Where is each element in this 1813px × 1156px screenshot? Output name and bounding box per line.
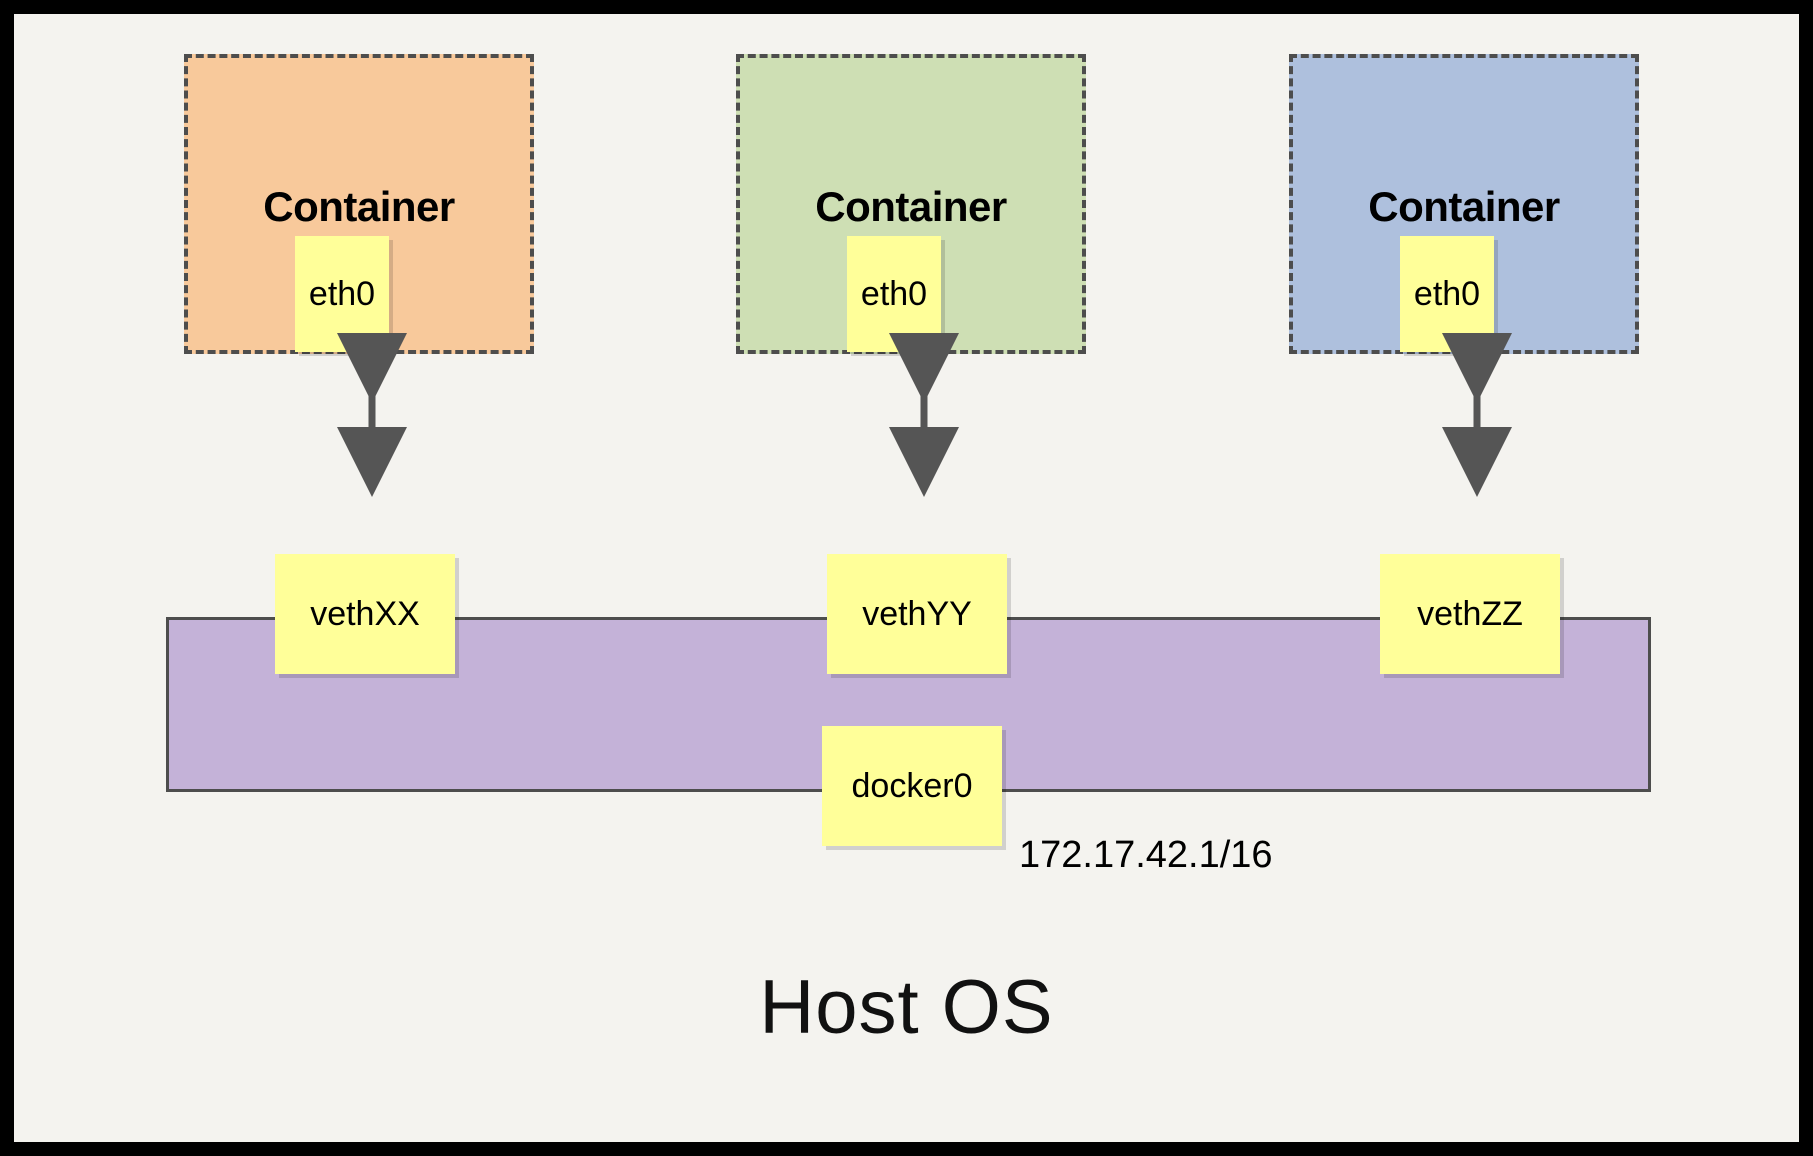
veth-label-1: vethXX [310,595,420,633]
container-eth0-label-3: eth0 [1413,275,1481,313]
container-eth0-box-2: eth0 [847,236,941,352]
veth-label-3: vethZZ [1417,595,1523,633]
host-os-region: Container eth0 Container eth0 Container … [14,14,1799,1142]
container-title-1: Container [263,183,455,230]
container-title-3: Container [1368,183,1560,230]
veth-box-3: vethZZ [1380,554,1560,674]
link-arrow-2 [889,333,959,497]
container-eth0-box-3: eth0 [1400,236,1494,352]
container-eth0-label-1: eth0 [308,275,376,313]
host-os-title: Host OS [759,965,1054,1050]
docker0-ip-label: 172.17.42.1/16 [1019,834,1273,876]
container-eth0-label-2: eth0 [860,275,928,313]
veth-label-2: vethYY [862,595,972,633]
container-title-2: Container [815,183,1007,230]
link-arrow-1 [337,333,407,497]
docker0-port-label: docker0 [851,767,973,805]
docker0-port-box: docker0 [822,726,1002,846]
veth-box-2: vethYY [827,554,1007,674]
link-arrow-3 [1442,333,1512,497]
veth-box-1: vethXX [275,554,455,674]
container-eth0-box-1: eth0 [295,236,389,352]
